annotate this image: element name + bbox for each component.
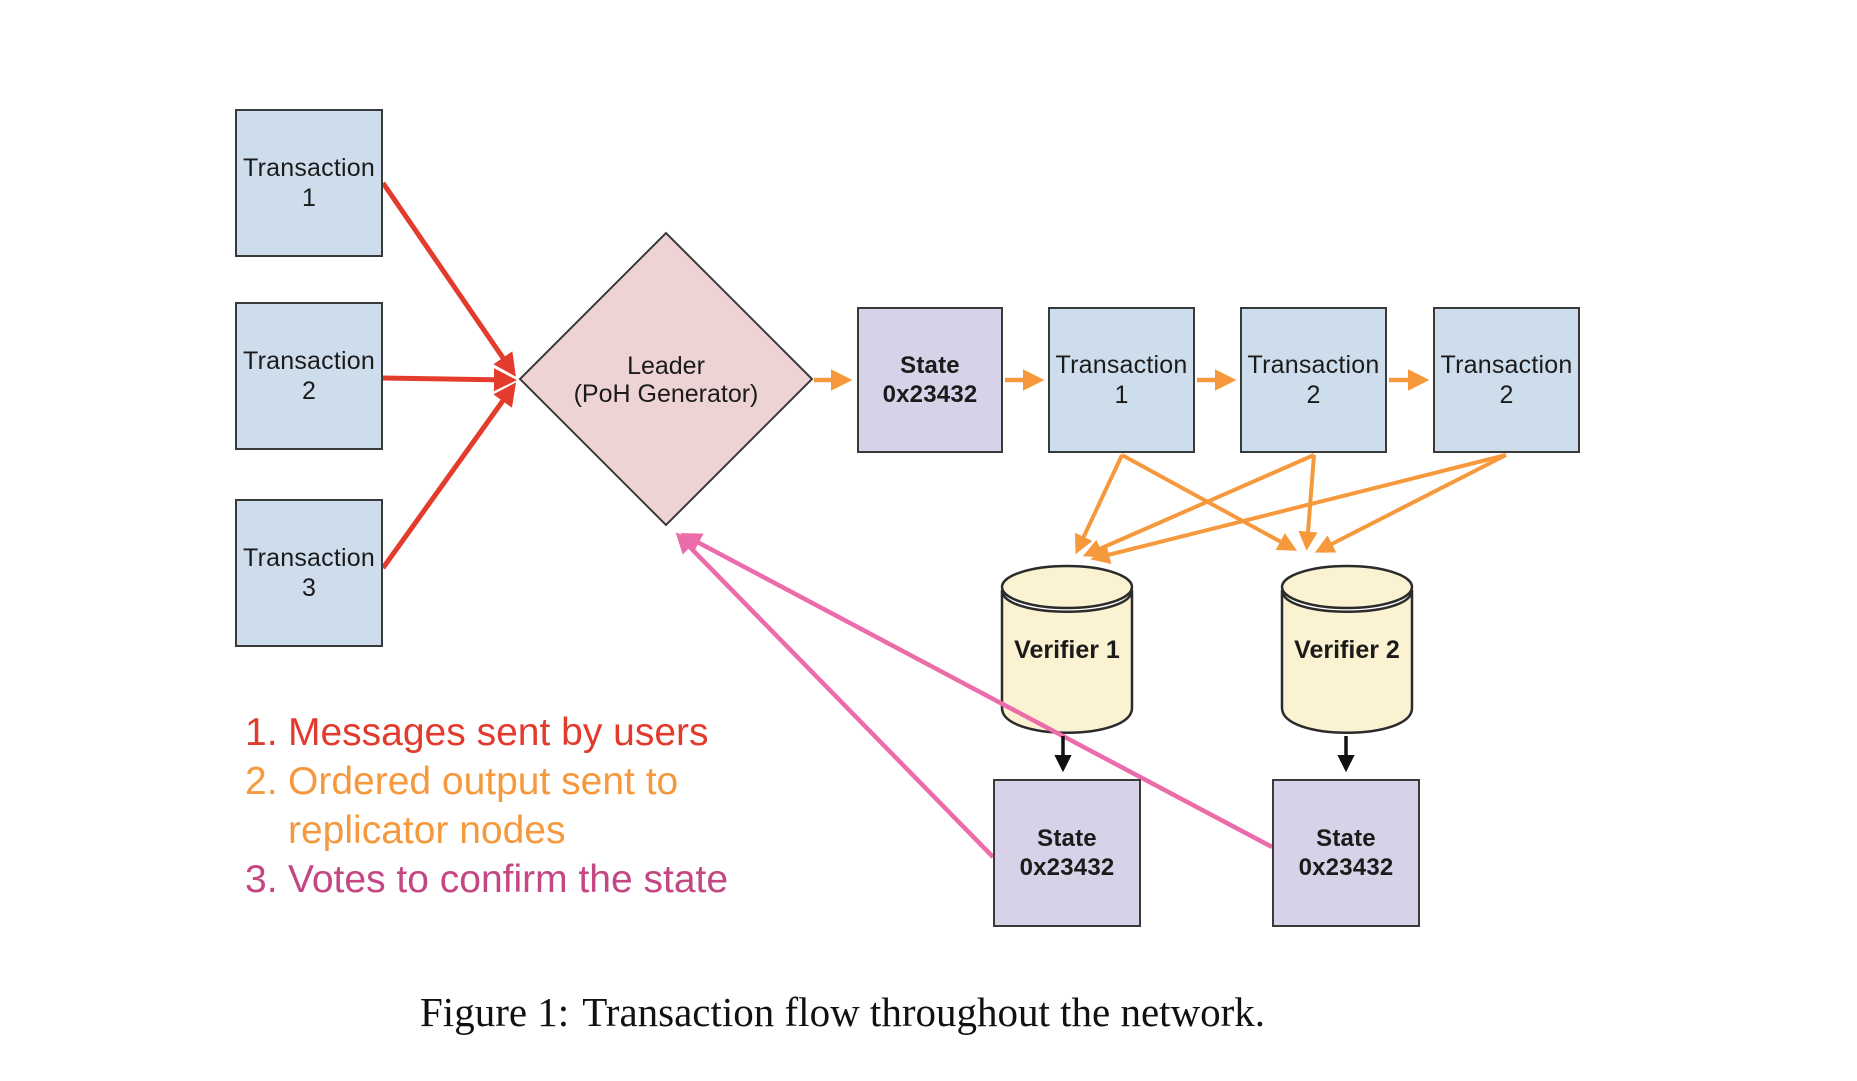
verifier2-cylinder-lid	[1280, 564, 1414, 610]
legend-item-messages: 1. Messages sent by users	[245, 708, 728, 757]
node-label: Verifier 2	[1294, 635, 1400, 664]
leader-diamond-shape	[518, 231, 814, 527]
arrow-tx1-to-leader	[380, 181, 516, 377]
node-seq-transaction-3: Transaction 2	[1433, 307, 1580, 453]
node-sublabel: 2	[301, 377, 317, 405]
legend-text: Ordered output sent to replicator nodes	[288, 760, 679, 852]
node-sublabel: (PoH Generator)	[573, 380, 759, 408]
node-label: Transaction	[1440, 351, 1573, 379]
black-arrows-group	[1054, 736, 1355, 773]
caption-prefix: Figure 1:	[420, 989, 570, 1035]
orange-fan-arrows-group	[1075, 453, 1507, 565]
node-sublabel: 1	[1114, 381, 1129, 409]
node-seq-transaction-1: Transaction 1	[1048, 307, 1195, 453]
node-transaction-2: Transaction 2	[235, 302, 383, 450]
legend-number: 1.	[245, 711, 278, 754]
node-verifier-1-label: Verifier 1	[1002, 625, 1132, 675]
node-label: Transaction	[1055, 351, 1188, 379]
verifier2-cylinder-body	[1280, 589, 1414, 734]
node-sublabel: 0x23432	[1298, 854, 1394, 881]
node-label: State	[1316, 825, 1376, 852]
node-verifier-2-label: Verifier 2	[1282, 625, 1412, 675]
caption-text: Transaction flow throughout the network.	[582, 989, 1266, 1035]
arrow-seqtx3-to-verifier1	[1090, 453, 1507, 565]
arrow-seqtx2-to-verifier1	[1082, 453, 1315, 558]
node-sublabel: 0x23432	[1019, 854, 1115, 881]
legend-text: Votes to confirm the state	[288, 858, 729, 901]
node-label: Leader	[627, 352, 705, 380]
legend-text: Messages sent by users	[288, 711, 709, 754]
node-label: Verifier 1	[1014, 635, 1120, 664]
arrow-tx3-to-leader	[380, 382, 517, 570]
node-sublabel: 0x23432	[882, 381, 978, 408]
arrow-seqtx2-to-verifier2	[1298, 454, 1318, 551]
arrow-statev1-to-leader	[675, 532, 995, 859]
node-sublabel: 3	[301, 574, 317, 602]
node-transaction-3: Transaction 3	[235, 499, 383, 647]
legend-item-ordered-output: 2. Ordered output sent to replicator nod…	[245, 757, 728, 855]
arrow-tx2-to-leader	[382, 368, 517, 392]
node-seq-transaction-2: Transaction 2	[1240, 307, 1387, 453]
legend-number: 2.	[245, 760, 278, 803]
legend: 1. Messages sent by users 2. Ordered out…	[245, 708, 728, 904]
verifier1-cylinder-lid	[1000, 564, 1134, 610]
node-leader-poh-generator: Leader (PoH Generator)	[536, 320, 796, 440]
node-label: Transaction	[1247, 351, 1380, 379]
node-label: State	[1037, 825, 1097, 852]
pink-vote-arrows-group	[675, 532, 1274, 859]
node-state-verifier2: State 0x23432	[1272, 779, 1420, 927]
red-arrows-group	[380, 181, 517, 570]
node-label: Transaction	[243, 347, 375, 375]
node-label: Transaction	[243, 154, 375, 182]
node-state-verifier1: State 0x23432	[993, 779, 1141, 927]
verifier1-cylinder-body	[1000, 589, 1134, 734]
legend-number: 3.	[245, 858, 278, 901]
arrow-statev2-to-leader	[680, 533, 1274, 849]
node-label: Transaction	[243, 544, 375, 572]
node-transaction-1: Transaction 1	[235, 109, 383, 257]
arrow-seqtx3-to-verifier2	[1314, 453, 1507, 553]
node-sublabel: 2	[1499, 381, 1514, 409]
node-sublabel: 1	[301, 184, 317, 212]
node-state-top: State 0x23432	[857, 307, 1003, 453]
arrow-seqtx1-to-verifier1	[1075, 454, 1124, 555]
legend-item-votes: 3. Votes to confirm the state	[245, 855, 728, 904]
node-label: State	[900, 352, 960, 379]
figure-caption: Figure 1: Transaction flow throughout the…	[420, 988, 1265, 1036]
node-sublabel: 2	[1306, 381, 1321, 409]
